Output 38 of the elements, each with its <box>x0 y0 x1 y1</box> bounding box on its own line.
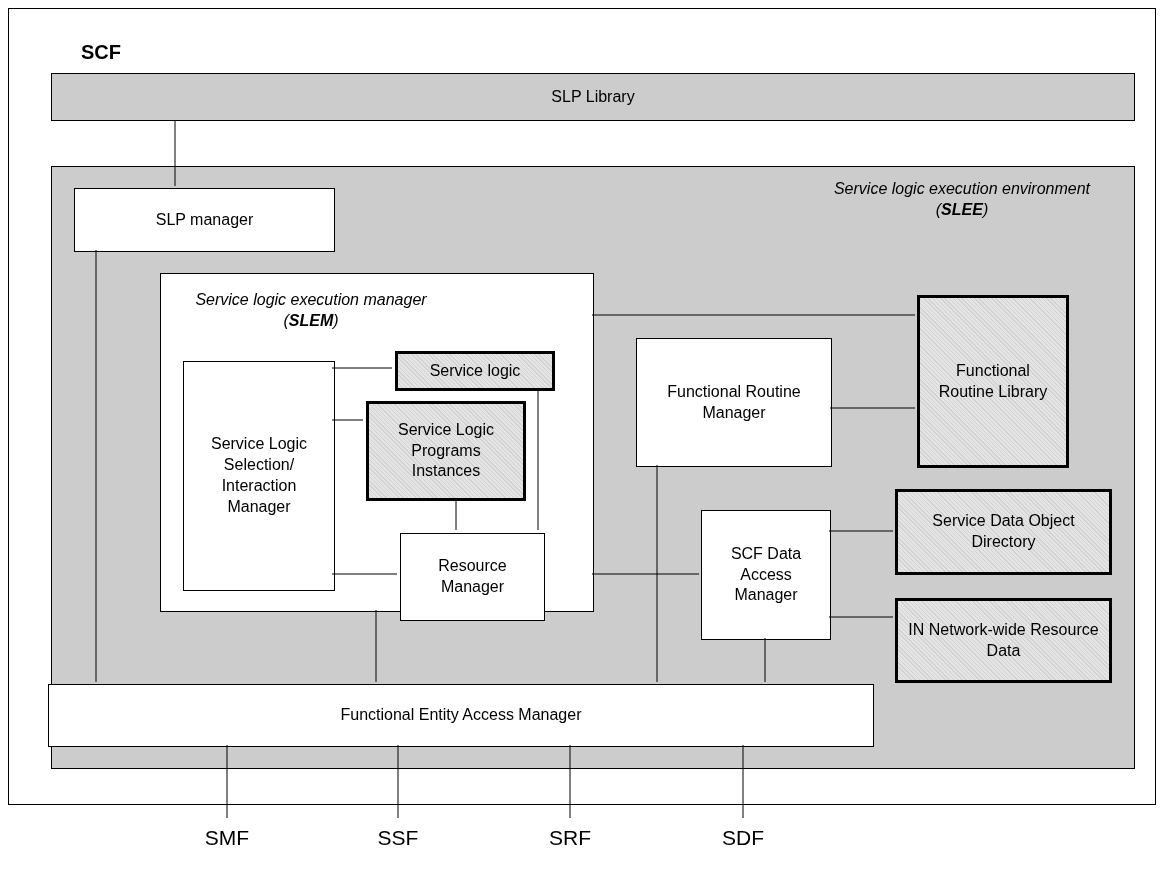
group-title: SCF <box>81 40 122 65</box>
data-store-box: IN Network-wide Resource Data <box>895 598 1112 683</box>
group-title: Service logic execution environment (SLEE) <box>832 179 1092 220</box>
interface-label: SMF <box>197 818 257 858</box>
connector-line <box>331 367 393 369</box>
connector-line <box>174 119 176 187</box>
function-frame <box>8 8 1156 805</box>
data-store-box: Service Data Object Directory <box>895 489 1112 575</box>
process-box: Resource Manager <box>400 533 545 621</box>
connector-line <box>764 637 766 683</box>
connector-line <box>95 249 97 683</box>
process-box: Functional Routine Manager <box>636 338 832 467</box>
connector-line <box>569 744 571 819</box>
connector-line <box>742 744 744 819</box>
interface-label: SDF <box>713 818 773 858</box>
data-store-box: Functional Routine Library <box>917 295 1069 468</box>
group-title: Service logic execution manager (SLEM) <box>194 290 428 331</box>
process-box: Functional Entity Access Manager <box>48 684 874 747</box>
connector-line <box>331 419 364 421</box>
connector-line <box>591 314 916 316</box>
connector-line <box>226 744 228 819</box>
connector-line <box>375 609 377 683</box>
connector-line <box>828 530 894 532</box>
data-store-box: Service logic <box>395 351 555 391</box>
connector-line <box>828 616 894 618</box>
connector-line <box>397 744 399 819</box>
process-box: SLP manager <box>74 188 335 252</box>
data-store-box: Service Logic Programs Instances <box>366 401 526 501</box>
interface-label: SRF <box>540 818 600 858</box>
library-bar: SLP Library <box>51 73 1135 121</box>
connector-line <box>591 573 700 575</box>
environment-panel <box>51 166 1135 769</box>
connector-line <box>829 407 916 409</box>
process-box: SCF Data Access Manager <box>701 510 831 640</box>
process-box: Service Logic Selection/ Interaction Manager <box>183 361 335 591</box>
interface-label: SSF <box>368 818 428 858</box>
connector-line <box>656 464 658 683</box>
connector-line <box>331 573 398 575</box>
